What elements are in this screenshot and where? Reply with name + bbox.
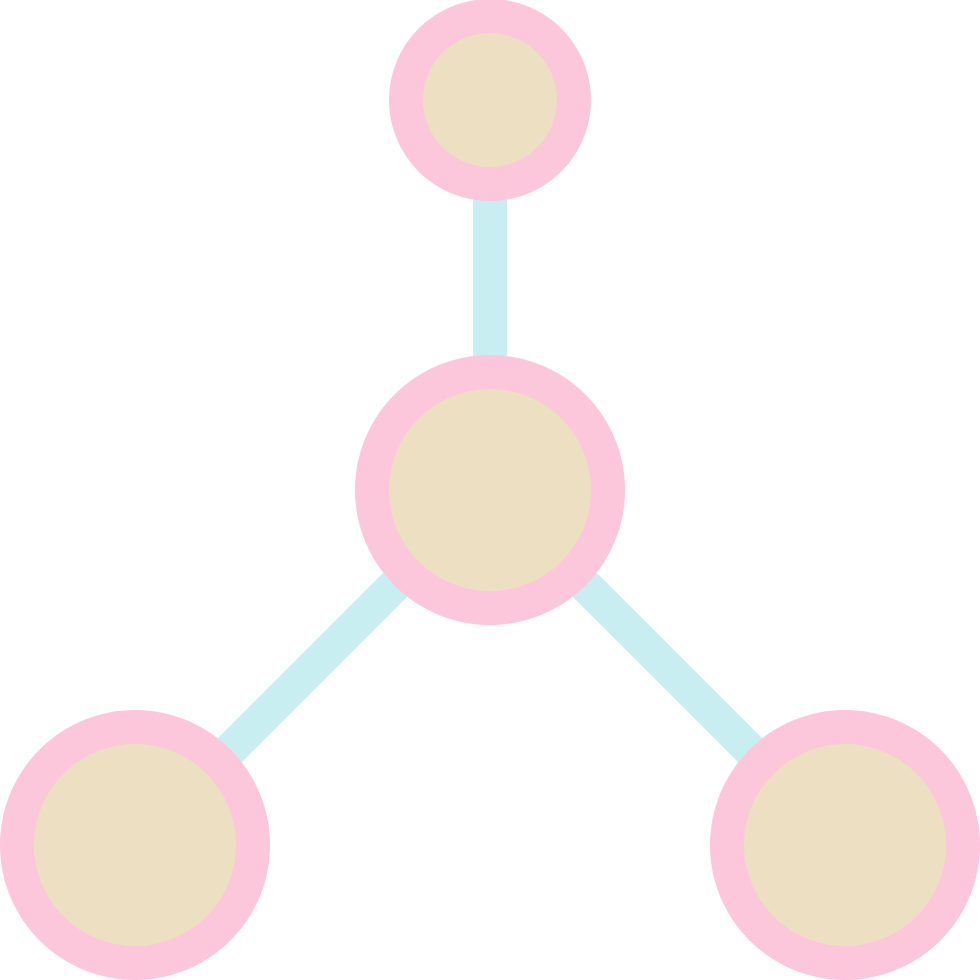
node-center-core	[389, 389, 591, 591]
node-center	[355, 355, 625, 625]
node-bottom-right	[710, 710, 980, 980]
node-bottom-left-core	[34, 744, 236, 946]
node-bottom-left	[0, 710, 270, 980]
node-top	[389, 0, 591, 201]
node-bottom-right-core	[744, 744, 946, 946]
node-top-core	[423, 33, 557, 167]
